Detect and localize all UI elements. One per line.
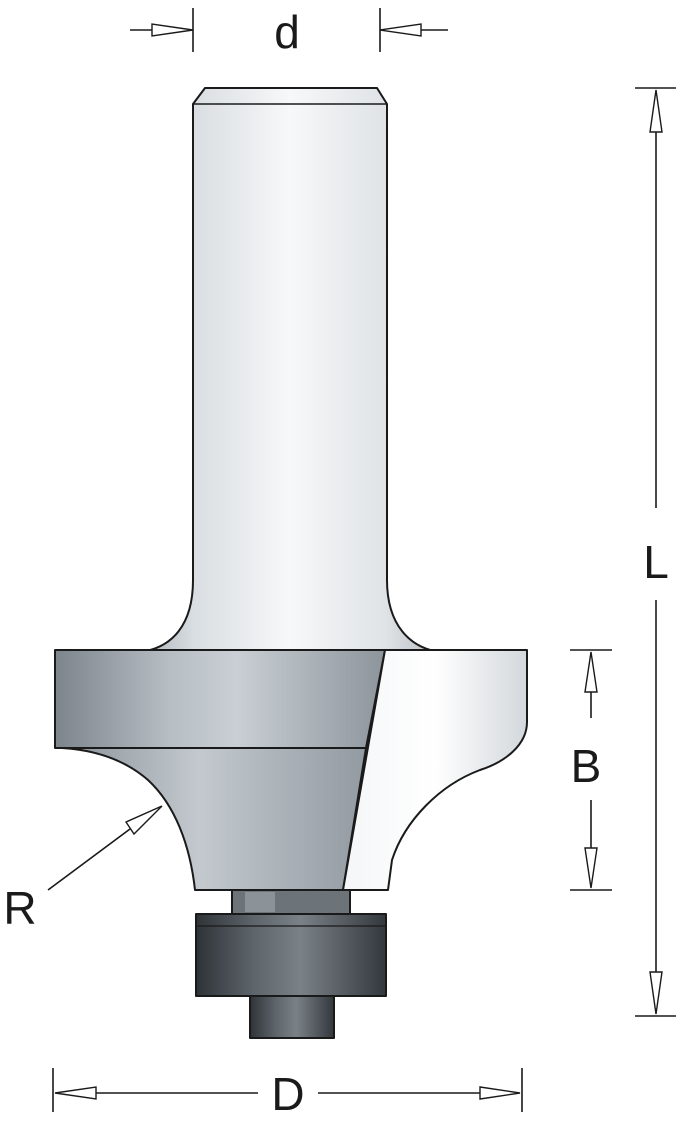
dimension-L: L (635, 87, 676, 1017)
label-B: B (571, 740, 602, 792)
label-R: R (3, 882, 36, 934)
dimension-d: d (130, 6, 448, 58)
cutter-body-upper (54, 649, 386, 749)
label-D: D (271, 1068, 304, 1120)
dimension-B: B (570, 649, 612, 891)
dimension-R: R (3, 805, 163, 934)
bearing-neck (231, 889, 351, 915)
label-d: d (274, 6, 300, 58)
bearing-screw (249, 995, 335, 1039)
cutter-body-lower (61, 747, 367, 891)
label-L: L (643, 536, 669, 588)
guide-bearing (195, 913, 387, 997)
dimension-D: D (52, 1068, 523, 1120)
carbide-insert (342, 649, 528, 891)
shank (139, 87, 441, 653)
